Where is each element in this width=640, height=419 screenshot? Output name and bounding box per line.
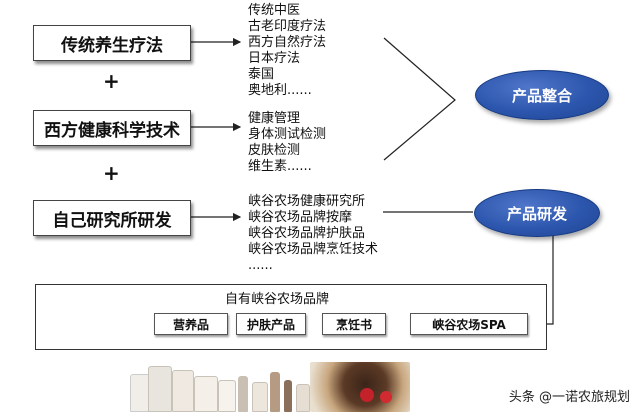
strawberry-image — [360, 388, 374, 402]
product-integration-label: 产品整合 — [511, 86, 572, 105]
traditional-method-list: 传统中医 古老印度疗法 西方自然疗法 日本疗法 泰国 奥地利...... — [248, 3, 326, 99]
product-bottle-image — [284, 380, 292, 412]
list-item: 健康管理 — [248, 111, 301, 126]
product-bottle-image — [270, 372, 280, 412]
list-item: 峡谷农场品牌护肤品 — [248, 226, 366, 241]
list-item: 峡谷农场品牌烹饪技术 — [248, 242, 379, 257]
source-institute-label: 自己研究所研发 — [52, 210, 172, 231]
watermark: 头条 @一诺农旅规划 — [508, 390, 630, 405]
plus-sign-2: + — [103, 161, 120, 185]
list-item: 日本疗法 — [248, 51, 301, 66]
chain-item-nutrition: 营养品 — [154, 313, 228, 335]
product-bottle-image — [148, 366, 172, 412]
plus-sign-1: + — [103, 69, 120, 93]
source-western-box: 西方健康科学技术 — [33, 110, 191, 146]
brand-frame-title: 自有峡谷农场品牌 — [225, 292, 330, 307]
strawberry-image — [380, 391, 392, 403]
product-bottle-image — [296, 384, 310, 412]
list-item: 古老印度疗法 — [248, 19, 327, 34]
list-item: 维生素...... — [248, 159, 312, 174]
product-bottle-image — [194, 376, 218, 412]
converge-line — [383, 37, 456, 161]
product-development-ellipse: 产品研发 — [474, 189, 600, 237]
list-item: 峡谷农场品牌按摩 — [248, 210, 353, 225]
product-photo-strip — [128, 358, 410, 412]
product-bottle-image — [218, 380, 236, 412]
list-item: ...... — [248, 258, 273, 273]
list-item: 皮肤检测 — [248, 143, 301, 158]
western-tech-list: 健康管理 身体测试检测 皮肤检测 维生素...... — [248, 111, 326, 175]
chain-item-skincare: 护肤产品 — [236, 313, 306, 335]
list-item: 传统中医 — [248, 3, 301, 18]
source-traditional-box: 传统养生疗法 — [33, 25, 191, 61]
list-item: 泰国 — [248, 67, 275, 82]
chain-item-label: 护肤产品 — [246, 317, 295, 332]
source-traditional-label: 传统养生疗法 — [61, 35, 163, 56]
product-bottle-image — [238, 376, 248, 412]
product-integration-ellipse: 产品整合 — [475, 70, 609, 120]
chain-item-cookbook: 烹饪书 — [322, 313, 386, 335]
list-item: 奥地利...... — [248, 83, 312, 98]
chain-item-spa: 峡谷农场SPA — [410, 313, 528, 335]
source-western-label: 西方健康科学技术 — [44, 120, 180, 141]
list-item: 西方自然疗法 — [248, 35, 327, 50]
chain-item-label: 营养品 — [172, 317, 209, 332]
institute-list: 峡谷农场健康研究所 峡谷农场品牌按摩 峡谷农场品牌护肤品 峡谷农场品牌烹饪技术 … — [248, 194, 378, 274]
list-item: 身体测试检测 — [248, 127, 327, 142]
product-bottle-image — [172, 370, 194, 412]
chain-item-label: 烹饪书 — [335, 317, 372, 332]
list-item: 峡谷农场健康研究所 — [248, 194, 366, 209]
source-institute-box: 自己研究所研发 — [33, 200, 191, 236]
product-development-label: 产品研发 — [506, 204, 567, 223]
dessert-photo — [310, 362, 410, 412]
chain-item-label: 峡谷农场SPA — [432, 317, 506, 332]
product-bottle-image — [252, 382, 268, 412]
